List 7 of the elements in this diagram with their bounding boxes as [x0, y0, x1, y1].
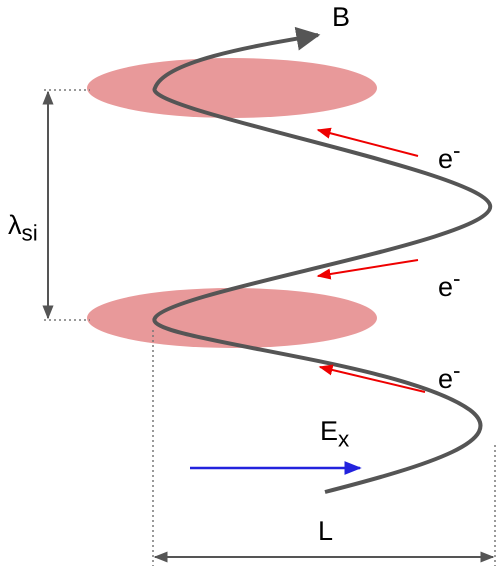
electron-label: e$^{-}$: [438, 360, 461, 393]
electron-label: e$^{-}$: [438, 140, 461, 173]
wavelength-label: λ$_{si}$: [8, 212, 38, 245]
length-label: L: [318, 518, 334, 545]
electron-label: e$^{-}$: [438, 268, 461, 301]
field-label: E$_{x}$: [320, 418, 350, 451]
field-label: B: [332, 4, 350, 31]
